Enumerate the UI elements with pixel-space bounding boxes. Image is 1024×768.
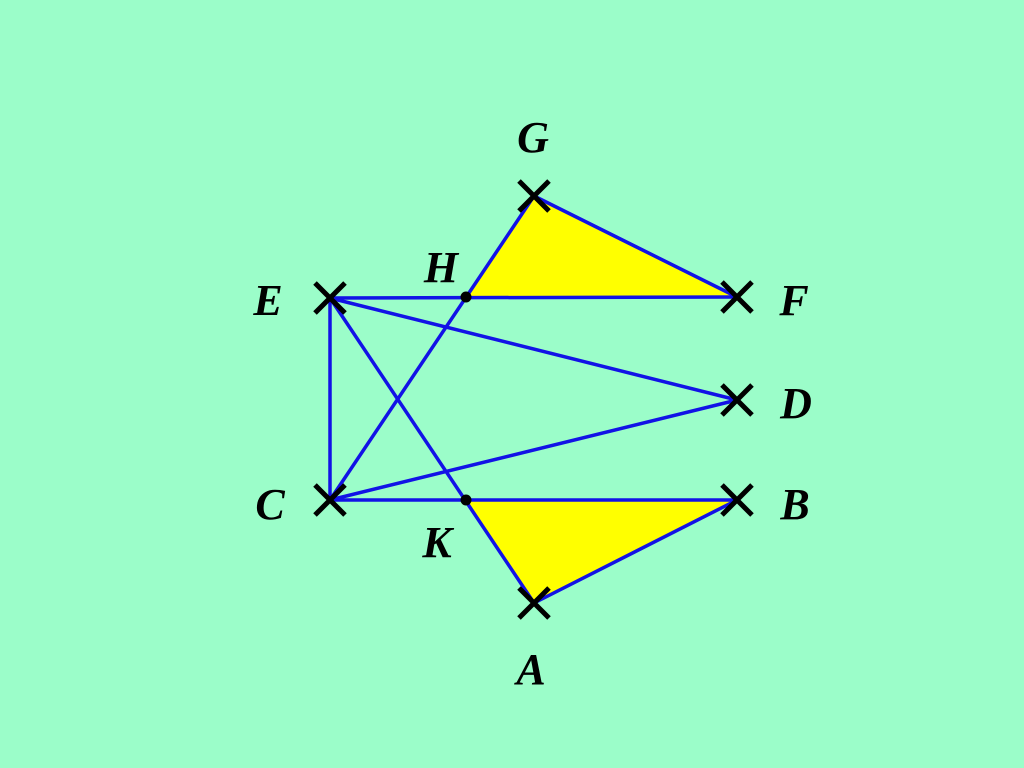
label-e: E	[252, 276, 282, 325]
marker-c	[313, 483, 347, 517]
segment-ea	[328, 296, 536, 605]
label-b: B	[779, 480, 809, 529]
label-d: D	[779, 379, 812, 428]
label-g: G	[517, 113, 549, 162]
marker-d	[720, 383, 754, 417]
segment-gc	[328, 194, 536, 502]
marker-g	[517, 179, 551, 213]
marker-e	[313, 281, 347, 315]
segment-ed	[328, 296, 739, 402]
label-c: C	[255, 480, 285, 529]
triangle-kab	[466, 500, 737, 603]
point-k-dot	[460, 494, 472, 506]
label-h: H	[423, 243, 460, 292]
segment-gf	[532, 194, 739, 299]
segment-cd	[328, 398, 739, 502]
point-h-dot	[460, 291, 472, 303]
triangle-ghf	[466, 196, 737, 297]
marker-a	[517, 586, 551, 620]
segment-ef	[328, 295, 739, 300]
label-a: A	[513, 645, 545, 694]
segment-ab	[532, 498, 739, 605]
label-k: K	[421, 518, 454, 567]
marker-f	[720, 280, 754, 314]
marker-b	[720, 483, 754, 517]
label-f: F	[778, 276, 808, 325]
